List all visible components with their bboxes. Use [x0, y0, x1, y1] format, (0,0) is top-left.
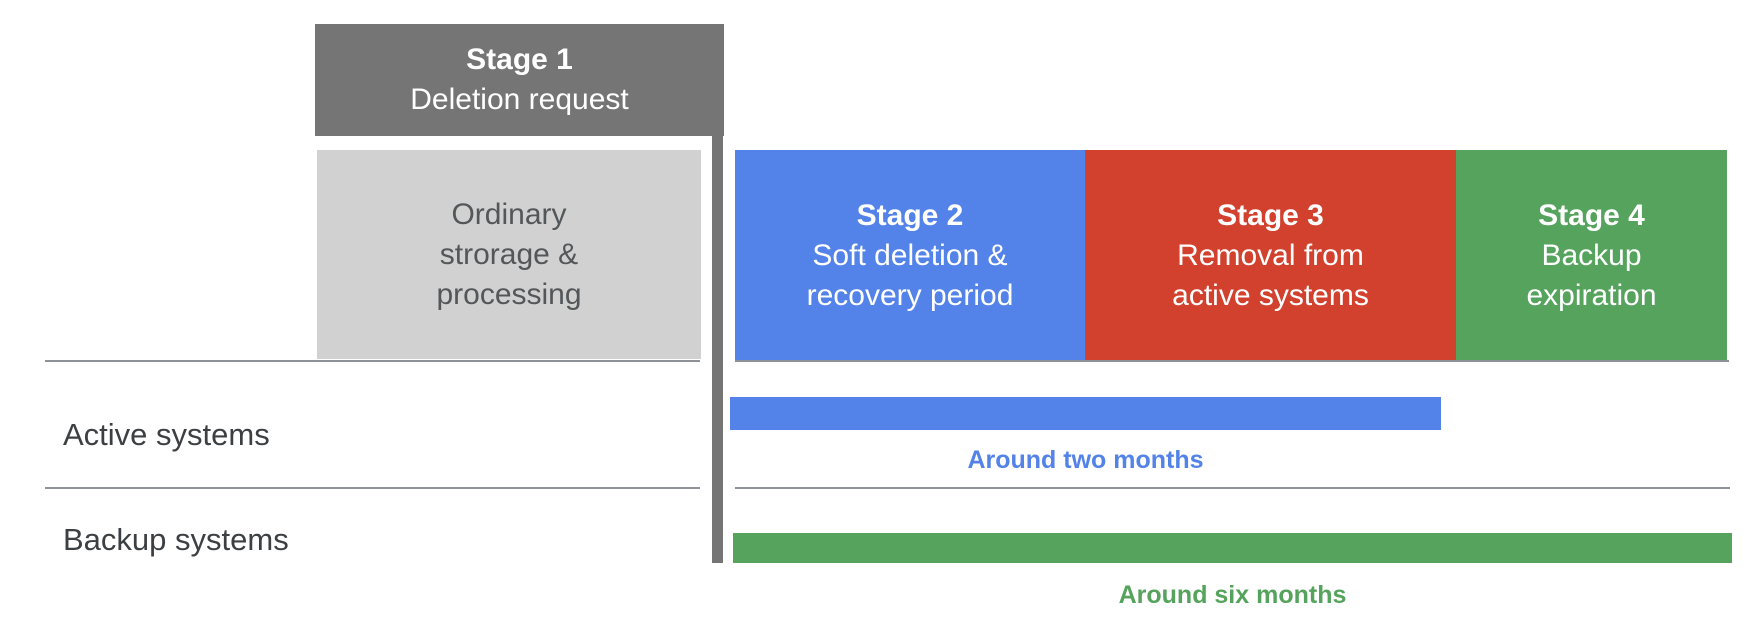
- stage-4-subtitle: Backup expiration: [1526, 239, 1657, 312]
- divider-line-bottom-left: [45, 487, 700, 489]
- stage-3-subtitle: Removal from active systems: [1172, 239, 1369, 312]
- divider-line-top-left: [45, 360, 700, 362]
- active-systems-duration-bar: [730, 397, 1441, 430]
- stage-1-box: Stage 1 Deletion request: [315, 24, 724, 136]
- deletion-request-timeline-bar: [712, 130, 723, 563]
- stage-3-box: Stage 3 Removal from active systems: [1085, 150, 1456, 362]
- divider-line-bottom-right: [735, 487, 1730, 489]
- ordinary-storage-box: Ordinary strorage & processing: [317, 150, 701, 359]
- stage-3-title: Stage 3: [1217, 199, 1324, 232]
- stage-4-box: Stage 4 Backup expiration: [1456, 150, 1727, 362]
- active-systems-duration-caption: Around two months: [967, 446, 1204, 474]
- backup-systems-duration-bar: [733, 533, 1732, 563]
- ordinary-storage-label: Ordinary strorage & processing: [436, 197, 582, 311]
- stage-2-box: Stage 2 Soft deletion & recovery period: [735, 150, 1085, 362]
- stage-4-title: Stage 4: [1538, 199, 1645, 232]
- divider-line-top-right: [735, 360, 1729, 362]
- row-label-backup-systems: Backup systems: [63, 522, 289, 557]
- row-label-active-systems: Active systems: [63, 417, 270, 452]
- stage-2-subtitle: Soft deletion & recovery period: [806, 239, 1014, 312]
- stage-2-title: Stage 2: [856, 199, 964, 232]
- stage-1-subtitle: Deletion request: [410, 83, 629, 116]
- backup-systems-duration-caption: Around six months: [1118, 581, 1347, 609]
- stage-1-title: Stage 1: [466, 43, 573, 76]
